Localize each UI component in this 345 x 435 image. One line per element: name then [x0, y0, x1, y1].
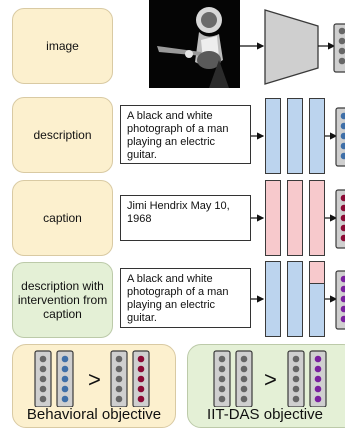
row-label-caption: caption	[12, 180, 113, 256]
iit-das-objective-title: IIT-DAS objective	[207, 406, 323, 423]
vector-column-icon	[110, 350, 128, 407]
greater-than-symbol: >	[264, 367, 277, 392]
photo-thumbnail	[149, 0, 240, 88]
diagram-arrows	[240, 9, 345, 330]
caption-text: Jimi Hendrix May 10, 1968	[127, 200, 230, 225]
row-label-text: image	[46, 39, 79, 53]
vector-column-icon	[132, 350, 150, 407]
vector-column-icon	[213, 350, 231, 407]
intervention-text: A black and white photograph of a man pl…	[127, 273, 229, 324]
row-label-text: description with intervention from capti…	[17, 279, 108, 321]
vector-column-icon	[56, 350, 74, 407]
row-label-description: description	[12, 97, 113, 173]
guitarist-photo-icon	[149, 0, 240, 88]
row-label-intervention: description with intervention from capti…	[12, 262, 113, 338]
caption-layer-1	[265, 180, 281, 256]
output-vector-description	[335, 107, 345, 167]
iit-das-objective-panel: > IIT-DAS objective	[187, 344, 345, 428]
output-vector-caption	[335, 189, 345, 249]
intervention-text-box: A black and white photograph of a man pl…	[120, 268, 251, 328]
greater-than-symbol: >	[88, 367, 101, 392]
description-layer-1	[265, 98, 281, 174]
vector-column-icon	[287, 350, 305, 407]
image-encoder-trapezoid-icon	[264, 9, 319, 85]
row-label-text: description	[33, 128, 92, 142]
output-vector-intervention	[335, 270, 345, 330]
description-layer-2	[287, 98, 303, 174]
caption-text-box: Jimi Hendrix May 10, 1968	[120, 195, 251, 241]
intervention-layer-1	[265, 261, 281, 337]
behavioral-objective-panel: > Behavioral objective	[12, 344, 176, 428]
vector-column-icon	[34, 350, 52, 407]
vector-column-icon	[309, 350, 327, 407]
description-text-box: A black and white photograph of a man pl…	[120, 105, 251, 164]
behavioral-vectors	[34, 350, 150, 407]
intervention-layer-3-upper-intervened	[309, 261, 325, 284]
row-label-text: caption	[43, 211, 82, 225]
output-vector-image	[333, 23, 345, 73]
vector-column-icon	[235, 350, 253, 407]
intervention-layer-2	[287, 261, 303, 337]
iit-das-vectors	[213, 350, 327, 407]
caption-layer-3	[309, 180, 325, 256]
behavioral-objective-title: Behavioral objective	[26, 406, 162, 423]
caption-layer-2	[287, 180, 303, 256]
description-layer-3	[309, 98, 325, 174]
row-label-image: image	[12, 8, 113, 84]
description-text: A black and white photograph of a man pl…	[127, 110, 229, 161]
